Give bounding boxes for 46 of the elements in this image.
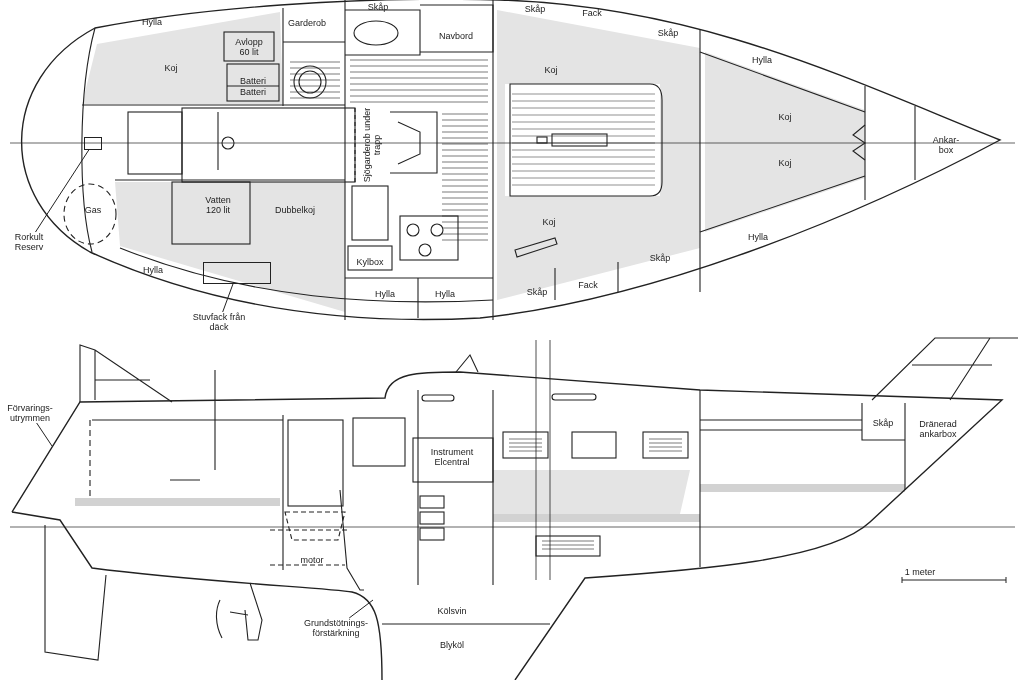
callout-text: Stuvfack från däck	[192, 312, 246, 332]
callout-text: Rorkult Reserv	[6, 232, 52, 252]
compartment-label: Navbord	[439, 31, 473, 41]
leader-line	[348, 599, 374, 619]
compartment-label: Ankar- box	[931, 135, 961, 155]
compartment-label: Koj	[544, 65, 558, 75]
compartment-label: Skåp	[649, 253, 671, 263]
compartment-label: Blyköl	[440, 640, 464, 650]
compartment-label: Fack	[578, 280, 598, 290]
callout-text: Förvarings- utrymmen	[2, 403, 58, 423]
compartment-label: Hylla	[752, 55, 772, 65]
leader-line	[222, 283, 234, 313]
compartment-label: Hylla	[143, 265, 163, 275]
compartment-label: Kylbox	[356, 257, 384, 267]
compartment-label: Fack	[582, 8, 602, 18]
hatch-box	[84, 137, 102, 150]
compartment-label: Instrument Elcentral	[429, 447, 475, 467]
compartment-label: Hylla	[375, 289, 395, 299]
compartment-label: Sjögarderob under trapp	[362, 106, 382, 185]
compartment-label: Skåp	[367, 2, 389, 12]
compartment-label: Batteri	[240, 76, 266, 86]
compartment-label: Koj	[778, 112, 792, 122]
compartment-label: Batteri	[240, 87, 266, 97]
compartment-label: motor	[300, 555, 324, 565]
compartment-label: Koj	[164, 63, 178, 73]
hatch-box	[203, 262, 271, 284]
leader-line	[35, 149, 90, 233]
compartment-label: Garderob	[288, 18, 326, 28]
scale-label: 1 meter	[904, 567, 936, 577]
compartment-label: Koj	[542, 217, 556, 227]
leader-line	[36, 422, 53, 447]
compartment-label: Kölsvin	[437, 606, 467, 616]
compartment-label: Gas	[84, 205, 102, 215]
compartment-label: Skåp	[872, 418, 894, 428]
compartment-label: Vatten 120 lit	[204, 195, 232, 215]
compartment-label: Skåp	[526, 287, 548, 297]
compartment-label: Skåp	[657, 28, 679, 38]
compartment-label: Dubbelkoj	[275, 205, 315, 215]
compartment-label: Koj	[778, 158, 792, 168]
compartment-label: Dränerad ankarbox	[918, 419, 958, 439]
callout-text: Grundstötnings- förstärkning	[290, 618, 382, 638]
compartment-label: Hylla	[748, 232, 768, 242]
compartment-label: Avlopp 60 lit	[234, 37, 264, 57]
compartment-label: Skåp	[524, 4, 546, 14]
compartment-label: Hylla	[435, 289, 455, 299]
compartment-label: Hylla	[142, 17, 162, 27]
